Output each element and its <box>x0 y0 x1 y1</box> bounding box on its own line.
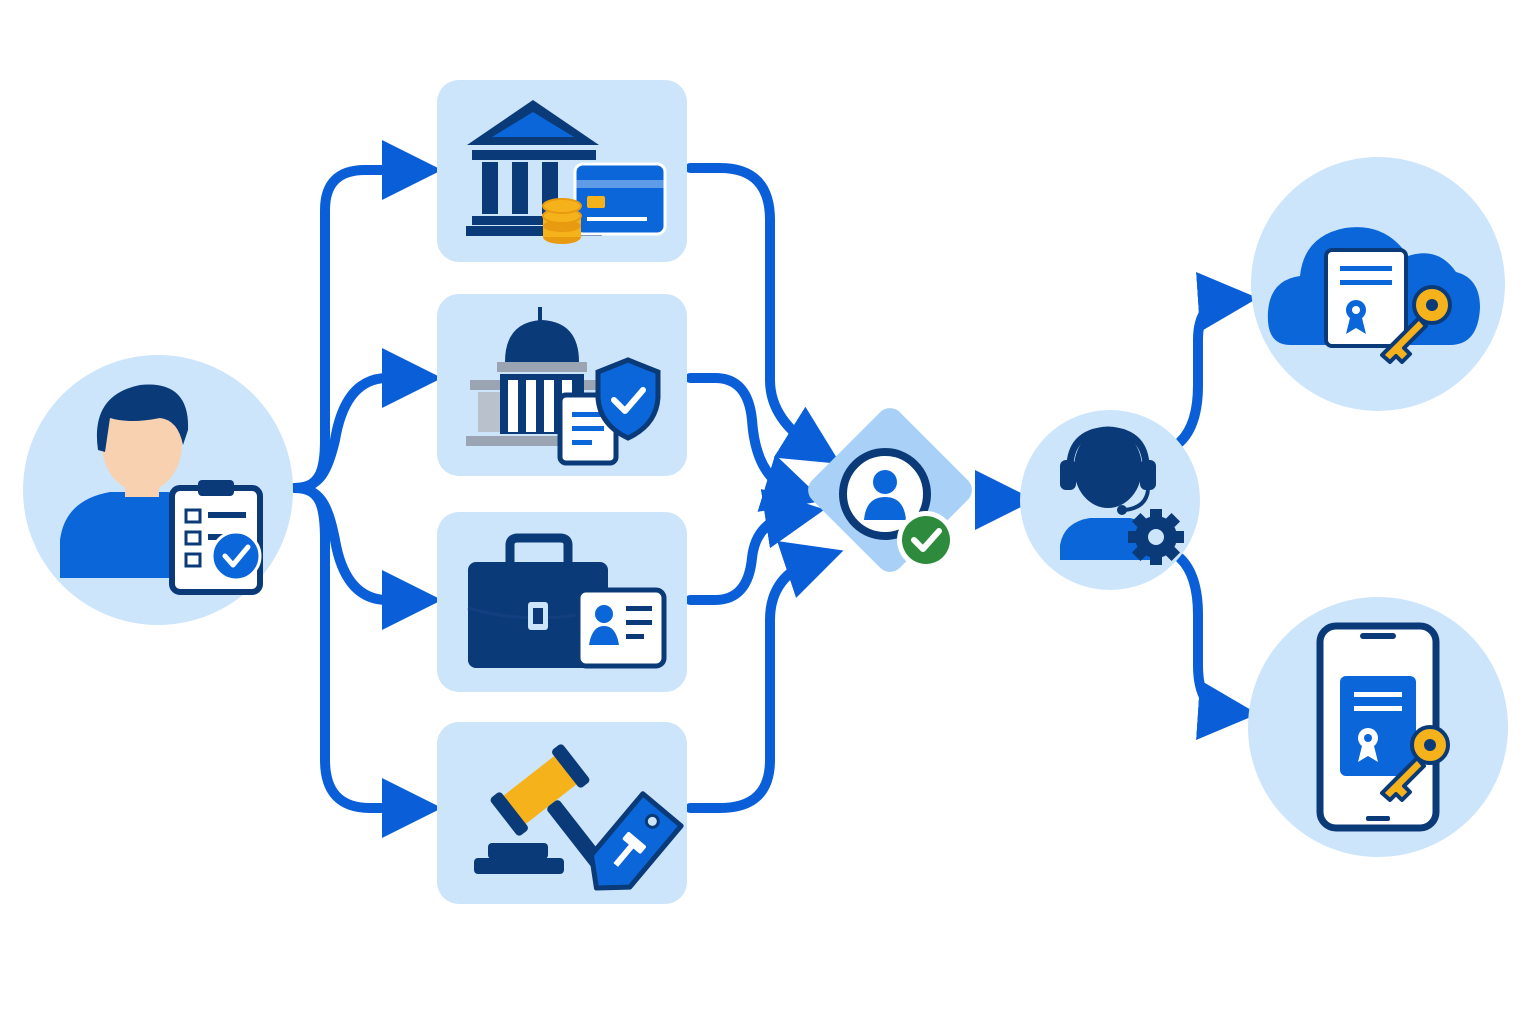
applicant-node[interactable] <box>23 355 293 625</box>
support-agent-node[interactable] <box>1020 410 1200 590</box>
arrow-applicant-to-bank <box>290 140 442 493</box>
arrow-auction-to-verification <box>685 541 844 813</box>
arrow-bank-to-verification <box>685 163 841 464</box>
employment-service-tile[interactable] <box>437 512 687 692</box>
arrow-government-to-verification <box>685 373 824 512</box>
briefcase-with-id-card-icon <box>467 533 667 669</box>
arrow-agent-to-cloud <box>1175 272 1258 447</box>
arrow-agent-to-mobile <box>1175 553 1258 740</box>
gavel-with-price-tag-icon <box>474 744 684 891</box>
capitol-building-with-shield-and-document-icon <box>466 307 661 466</box>
auction-service-tile[interactable] <box>437 722 687 905</box>
connectors <box>290 140 1258 838</box>
identity-verification-node[interactable] <box>802 402 977 577</box>
arrow-applicant-to-employment <box>290 483 442 630</box>
mobile-certificate-node[interactable] <box>1248 597 1508 857</box>
cloud-certificate-key-icon <box>1267 227 1480 364</box>
smartphone-certificate-key-icon <box>1316 622 1450 832</box>
bank-building-with-card-and-coins-icon <box>466 100 667 244</box>
bank-service-tile[interactable] <box>437 80 687 262</box>
gear-icon <box>1128 509 1184 565</box>
arrow-applicant-to-auction <box>290 483 442 838</box>
arrow-employment-to-verification <box>685 488 825 605</box>
user-verified-check-icon <box>839 448 955 569</box>
cloud-certificate-node[interactable] <box>1251 157 1505 411</box>
government-service-tile[interactable] <box>437 294 687 476</box>
arrow-applicant-to-government <box>290 348 442 493</box>
person-with-checked-clipboard-icon <box>60 384 263 595</box>
headset-agent-with-gear-icon <box>1060 426 1184 565</box>
